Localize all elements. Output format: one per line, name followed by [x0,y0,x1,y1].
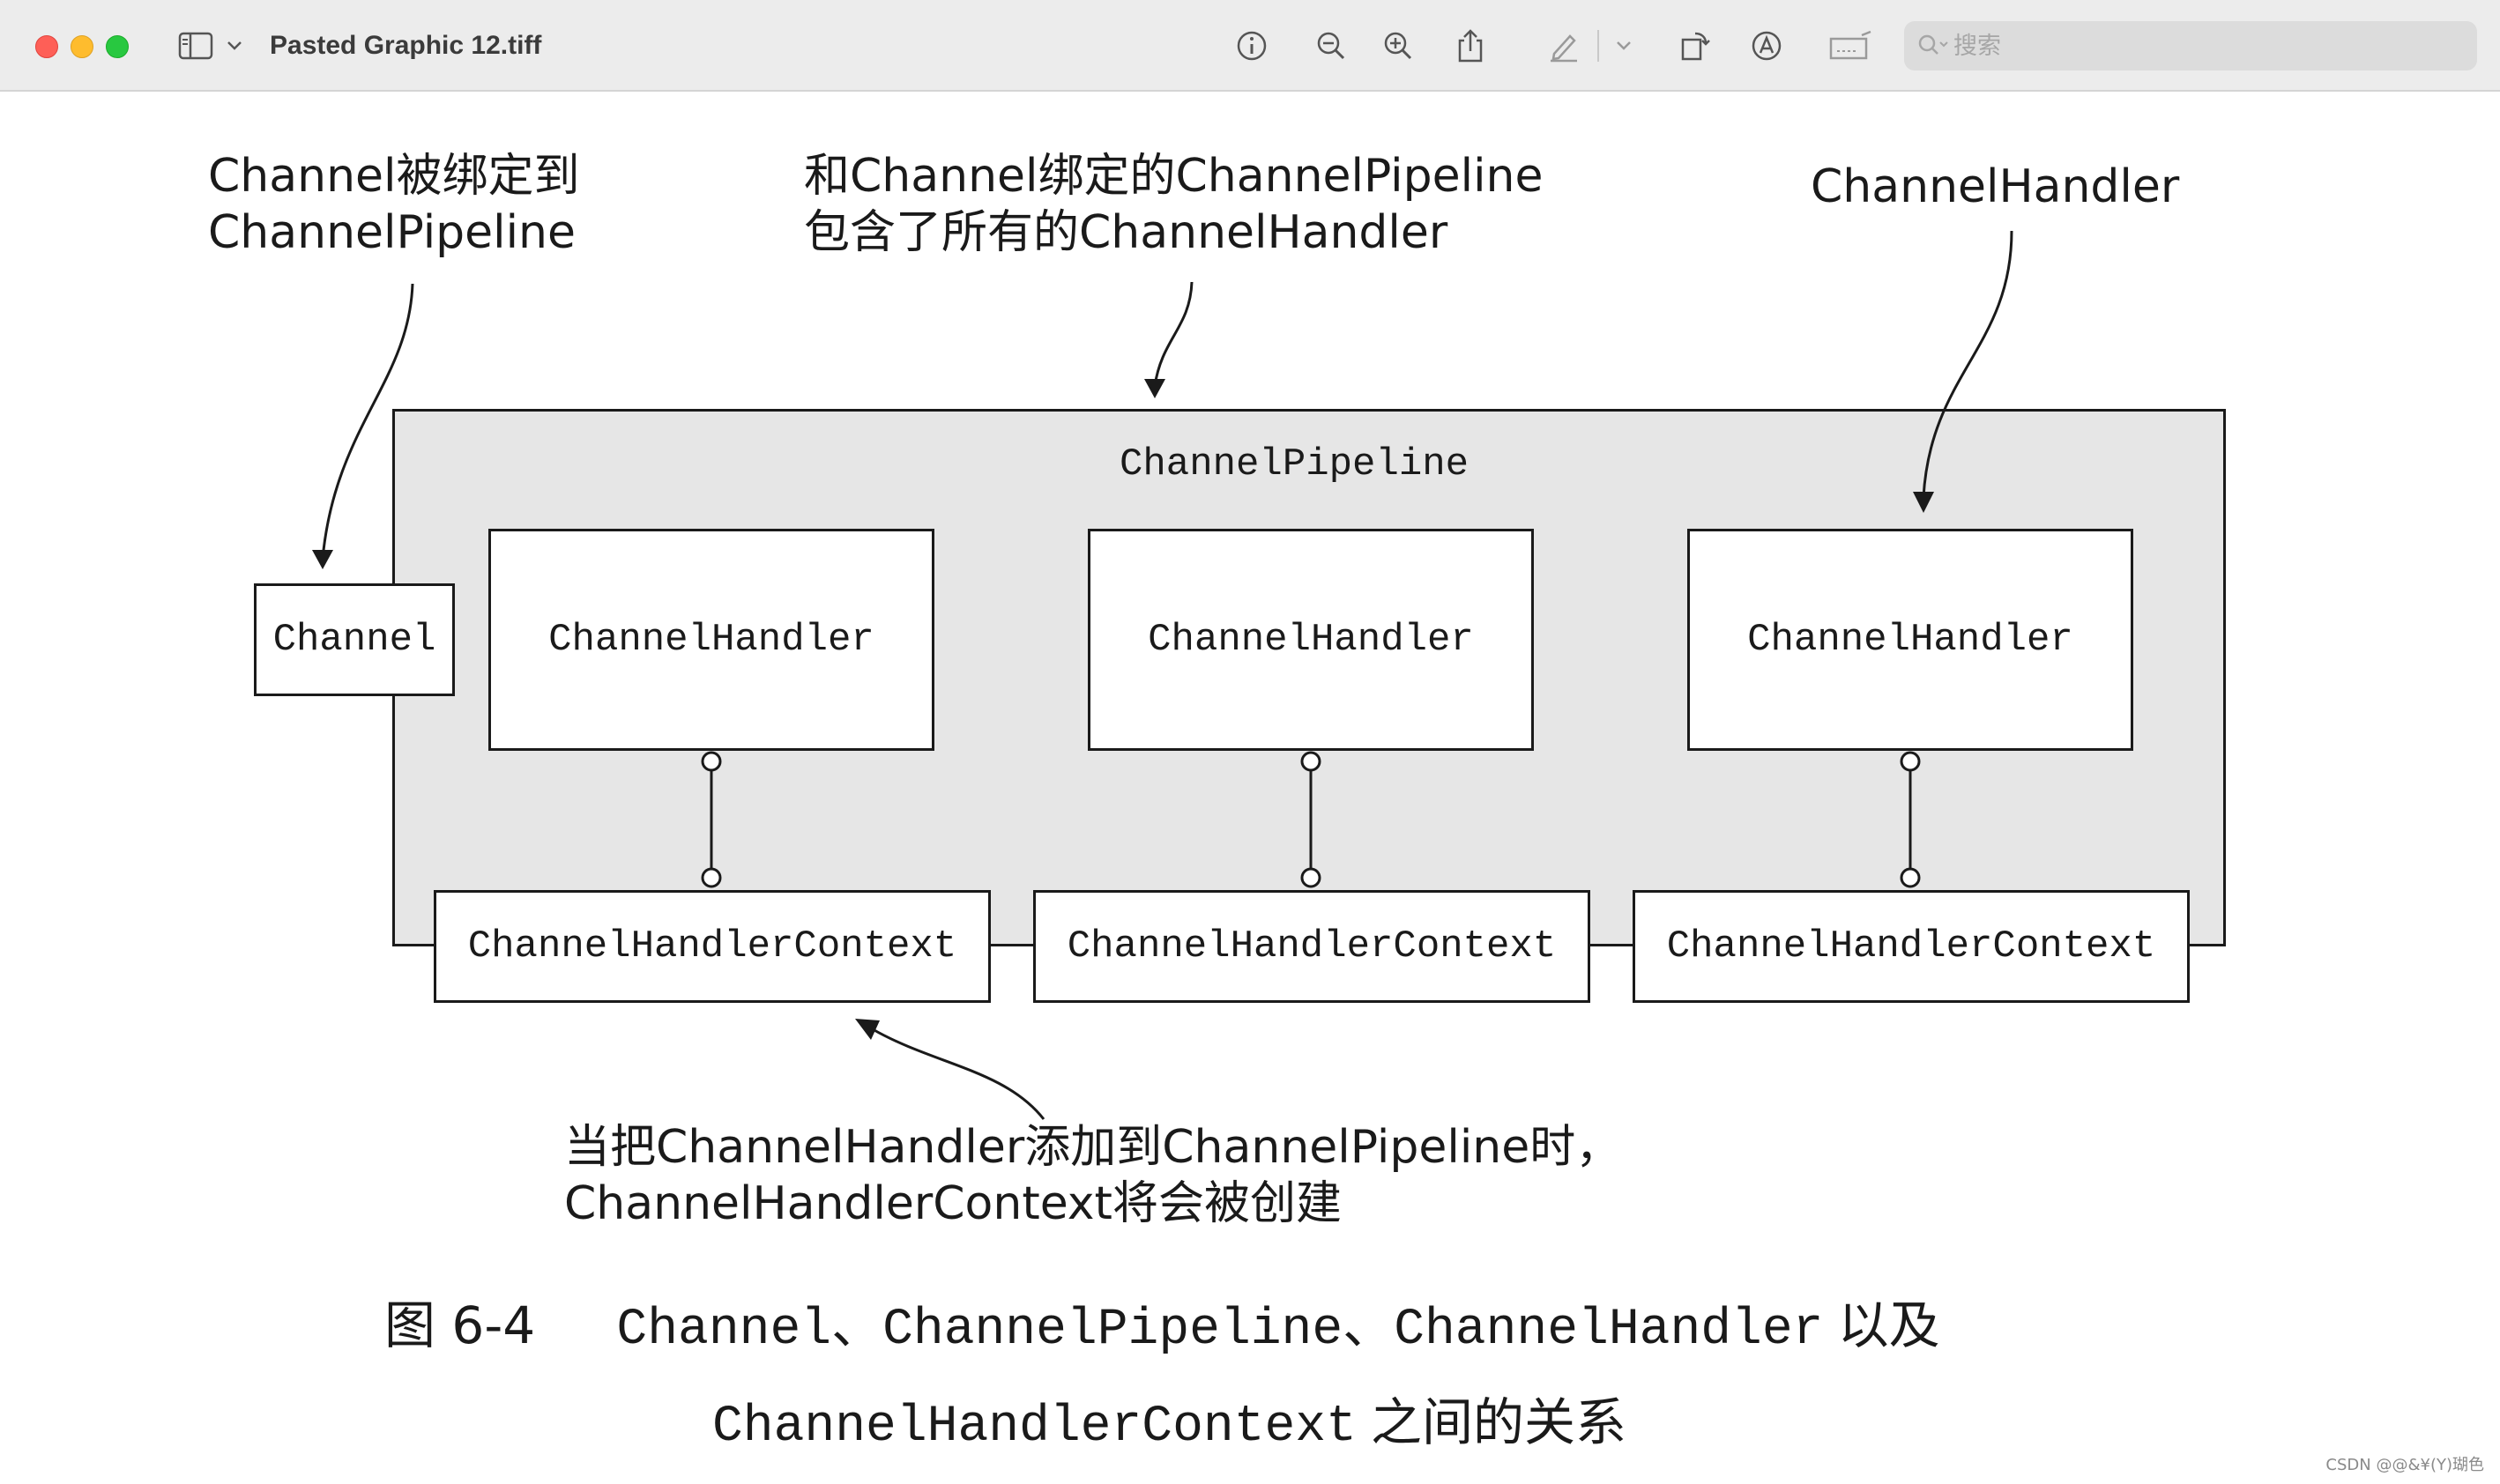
annotation-context-line2: ChannelHandlerContext将会被创建 [564,1177,1342,1230]
annotation-pipeline-line1: 和Channel绑定的ChannelPipeline [804,150,1544,203]
arrow-channel-head [312,550,333,569]
arrow-channel [321,283,414,560]
figure-number: 图 6-4 [384,1295,536,1355]
figure-caption-line1: 图 6-4 Channel、ChannelPipeline、ChannelHan… [384,1294,1940,1362]
channel-handler-box: ChannelHandler [1687,529,2133,751]
markup-button[interactable] [1544,23,1583,69]
zoom-button[interactable] [106,35,129,58]
rotate-icon [1681,32,1710,61]
caption-term: ChannelHandler [1394,1302,1824,1359]
link-node-bottom [1300,867,1321,888]
zoom-in-icon [1384,32,1412,60]
signature-button[interactable] [1827,23,1874,69]
share-button[interactable] [1451,23,1490,69]
channel-box: Channel [254,583,455,696]
annotation-channel-line2: ChannelPipeline [208,206,576,259]
close-button[interactable] [35,35,58,58]
caption-tail: 以及 [1837,1295,1940,1355]
search-placeholder: 搜索 [1953,33,2001,59]
annotation-channel: Channel被绑定到 ChannelPipeline [208,148,580,261]
zoom-out-icon [1317,32,1345,60]
figure-caption-line2: ChannelHandlerContext 之间的关系 [712,1391,1626,1459]
toolbar-divider [1597,30,1599,62]
chevron-down-icon [227,41,242,50]
signature-icon [1829,30,1871,60]
caption-separator: 、 [831,1295,883,1355]
annotation-context: 当把ChannelHandler添加到ChannelPipeline时， Cha… [564,1119,1621,1232]
annotation-handler: ChannelHandler [1811,160,2180,213]
caption-tail: 之间的关系 [1371,1392,1627,1452]
link-node-bottom [1900,867,1921,888]
document-image: Channel被绑定到 ChannelPipeline 和Channel绑定的C… [0,92,2500,1484]
arrow-handler-head [1913,492,1934,513]
sidebar-toggle-button[interactable] [175,23,217,69]
search-field[interactable]: 搜索 [1904,21,2477,70]
arrow-context-head [855,1019,880,1040]
arrow-pipeline-head [1144,379,1165,398]
annotation-pipeline-line2: 包含了所有的ChannelHandler [804,206,1448,259]
caption-term: ChannelHandlerContext [712,1399,1357,1456]
channel-handler-context-box: ChannelHandlerContext [1033,890,1590,1003]
link-node-top [1900,751,1921,772]
annotation-context-line1: 当把ChannelHandler添加到ChannelPipeline时， [564,1121,1622,1174]
rotate-button[interactable] [1675,23,1714,69]
channel-handler-box: ChannelHandler [1088,529,1534,751]
minimize-button[interactable] [71,35,93,58]
arrow-context [872,1028,1045,1120]
markup-menu-button[interactable] [1611,23,1636,69]
annotation-channel-line1: Channel被绑定到 [208,150,580,203]
share-icon [1458,29,1483,63]
link-node-bottom [701,867,722,888]
window-title: Pasted Graphic 12.tiff [270,31,542,60]
caption-term: ChannelPipeline [882,1302,1343,1359]
sidebar-icon [178,32,213,60]
sidebar-menu-button[interactable] [222,23,247,69]
pipeline-label: ChannelPipeline [1120,442,1469,486]
search-icon [1918,34,1948,55]
annotation-pipeline: 和Channel绑定的ChannelPipeline 包含了所有的Channel… [804,148,1543,261]
channel-handler-context-box: ChannelHandlerContext [1633,890,2190,1003]
channel-handler-context-box: ChannelHandlerContext [434,890,991,1003]
link-node-top [701,751,722,772]
annotate-button[interactable] [1747,23,1786,69]
caption-term: Channel [616,1302,832,1359]
window-toolbar: Pasted Graphic 12.tiff [0,0,2500,92]
annotate-icon [1752,31,1782,61]
diagram-connectors [312,230,2013,1120]
chevron-down-icon [1617,41,1631,50]
zoom-out-button[interactable] [1312,23,1350,69]
link-node-top [1300,751,1321,772]
caption-separator: 、 [1343,1295,1395,1355]
info-icon [1237,31,1267,61]
arrow-pipeline [1153,281,1194,387]
arrow-handler [1922,230,2013,498]
info-button[interactable] [1232,23,1271,69]
watermark: CSDN @@&¥(Y)瑚色 [2325,1456,2484,1474]
zoom-in-button[interactable] [1379,23,1417,69]
markup-pen-icon [1551,34,1577,63]
channel-handler-box: ChannelHandler [488,529,934,751]
